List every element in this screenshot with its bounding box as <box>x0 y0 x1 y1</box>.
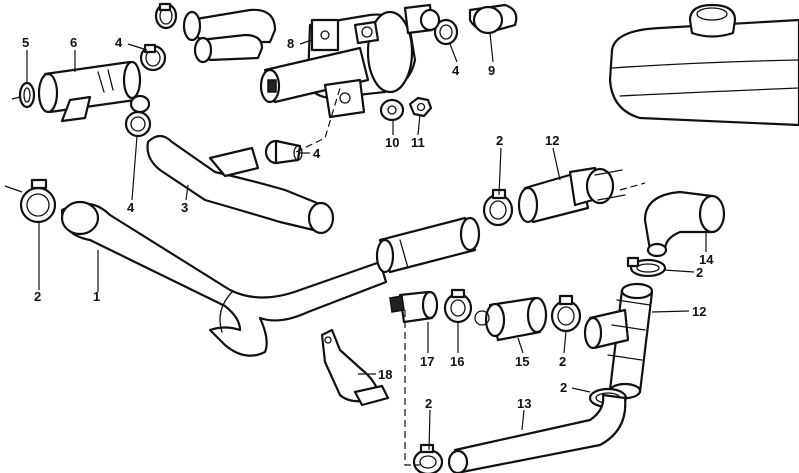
callout-14: 14 <box>699 252 714 267</box>
callout-4-valve: 4 <box>452 63 460 78</box>
callout-12-upper: 12 <box>545 133 559 148</box>
hex-nut-part <box>408 96 433 118</box>
hose-clamp-top-left <box>154 2 178 30</box>
hose-clamp-16 <box>443 288 473 324</box>
callout-2-right: 2 <box>696 265 703 280</box>
callout-2-center: 2 <box>559 354 566 369</box>
main-hose-part <box>60 200 388 357</box>
callout-5: 5 <box>22 35 29 50</box>
callout-17: 17 <box>420 354 434 369</box>
callout-4-mid: 4 <box>313 146 321 161</box>
leader-lines <box>26 32 707 451</box>
elbow-hose-part <box>643 190 726 258</box>
hose-clamp-4-valve <box>419 8 459 46</box>
hose-section-part <box>474 296 548 342</box>
callout-10: 10 <box>385 135 399 150</box>
curved-hose-part <box>468 3 518 35</box>
hose-clamp-2-bottom <box>412 443 444 473</box>
hose-clamp-2-right <box>626 256 667 278</box>
callout-16: 16 <box>450 354 464 369</box>
callout-9: 9 <box>488 63 495 78</box>
control-valve-part <box>259 3 434 119</box>
callout-12-lower: 12 <box>692 304 706 319</box>
connector-tube-part <box>375 216 481 274</box>
callout-8: 8 <box>287 36 294 51</box>
callout-labels: 5 6 4 8 4 9 10 11 4 4 3 2 12 2 1 14 2 12… <box>22 35 714 411</box>
tee-fitting-upper <box>517 166 626 224</box>
callout-6: 6 <box>70 35 77 50</box>
hose-clamp-4-left <box>139 43 167 72</box>
hose-upper-left <box>182 8 277 64</box>
callout-4-top-left: 4 <box>115 35 123 50</box>
callout-4-lower: 4 <box>127 200 135 215</box>
mounting-bracket-part <box>320 328 390 407</box>
callout-1: 1 <box>93 289 100 304</box>
alignment-lines <box>295 87 646 466</box>
callout-11: 11 <box>411 135 425 150</box>
washer-part <box>379 98 405 122</box>
callout-18: 18 <box>378 367 392 382</box>
expansion-tank-part <box>608 3 799 127</box>
callout-2-mid: 2 <box>496 133 503 148</box>
o-ring-part <box>11 81 36 109</box>
tee-fitting-lower <box>583 282 654 400</box>
callout-2-left: 2 <box>34 289 41 304</box>
lower-hose-part <box>447 393 627 473</box>
hose-clamp-4-lower <box>124 94 152 138</box>
screw-fitting-part <box>389 290 439 324</box>
hose-clamp-2-center <box>550 294 582 333</box>
y-hose-part <box>146 134 335 235</box>
callout-2-lower-right: 2 <box>560 380 567 395</box>
hose-clamp-2-mid <box>482 188 514 227</box>
hose-clamp-4-mid <box>264 139 303 165</box>
pipe-with-bracket-part <box>37 60 142 123</box>
callout-13: 13 <box>517 396 531 411</box>
callout-15: 15 <box>515 354 529 369</box>
callout-3: 3 <box>181 200 188 215</box>
callout-2-bottom: 2 <box>425 396 432 411</box>
hose-clamp-2-left <box>4 178 57 224</box>
